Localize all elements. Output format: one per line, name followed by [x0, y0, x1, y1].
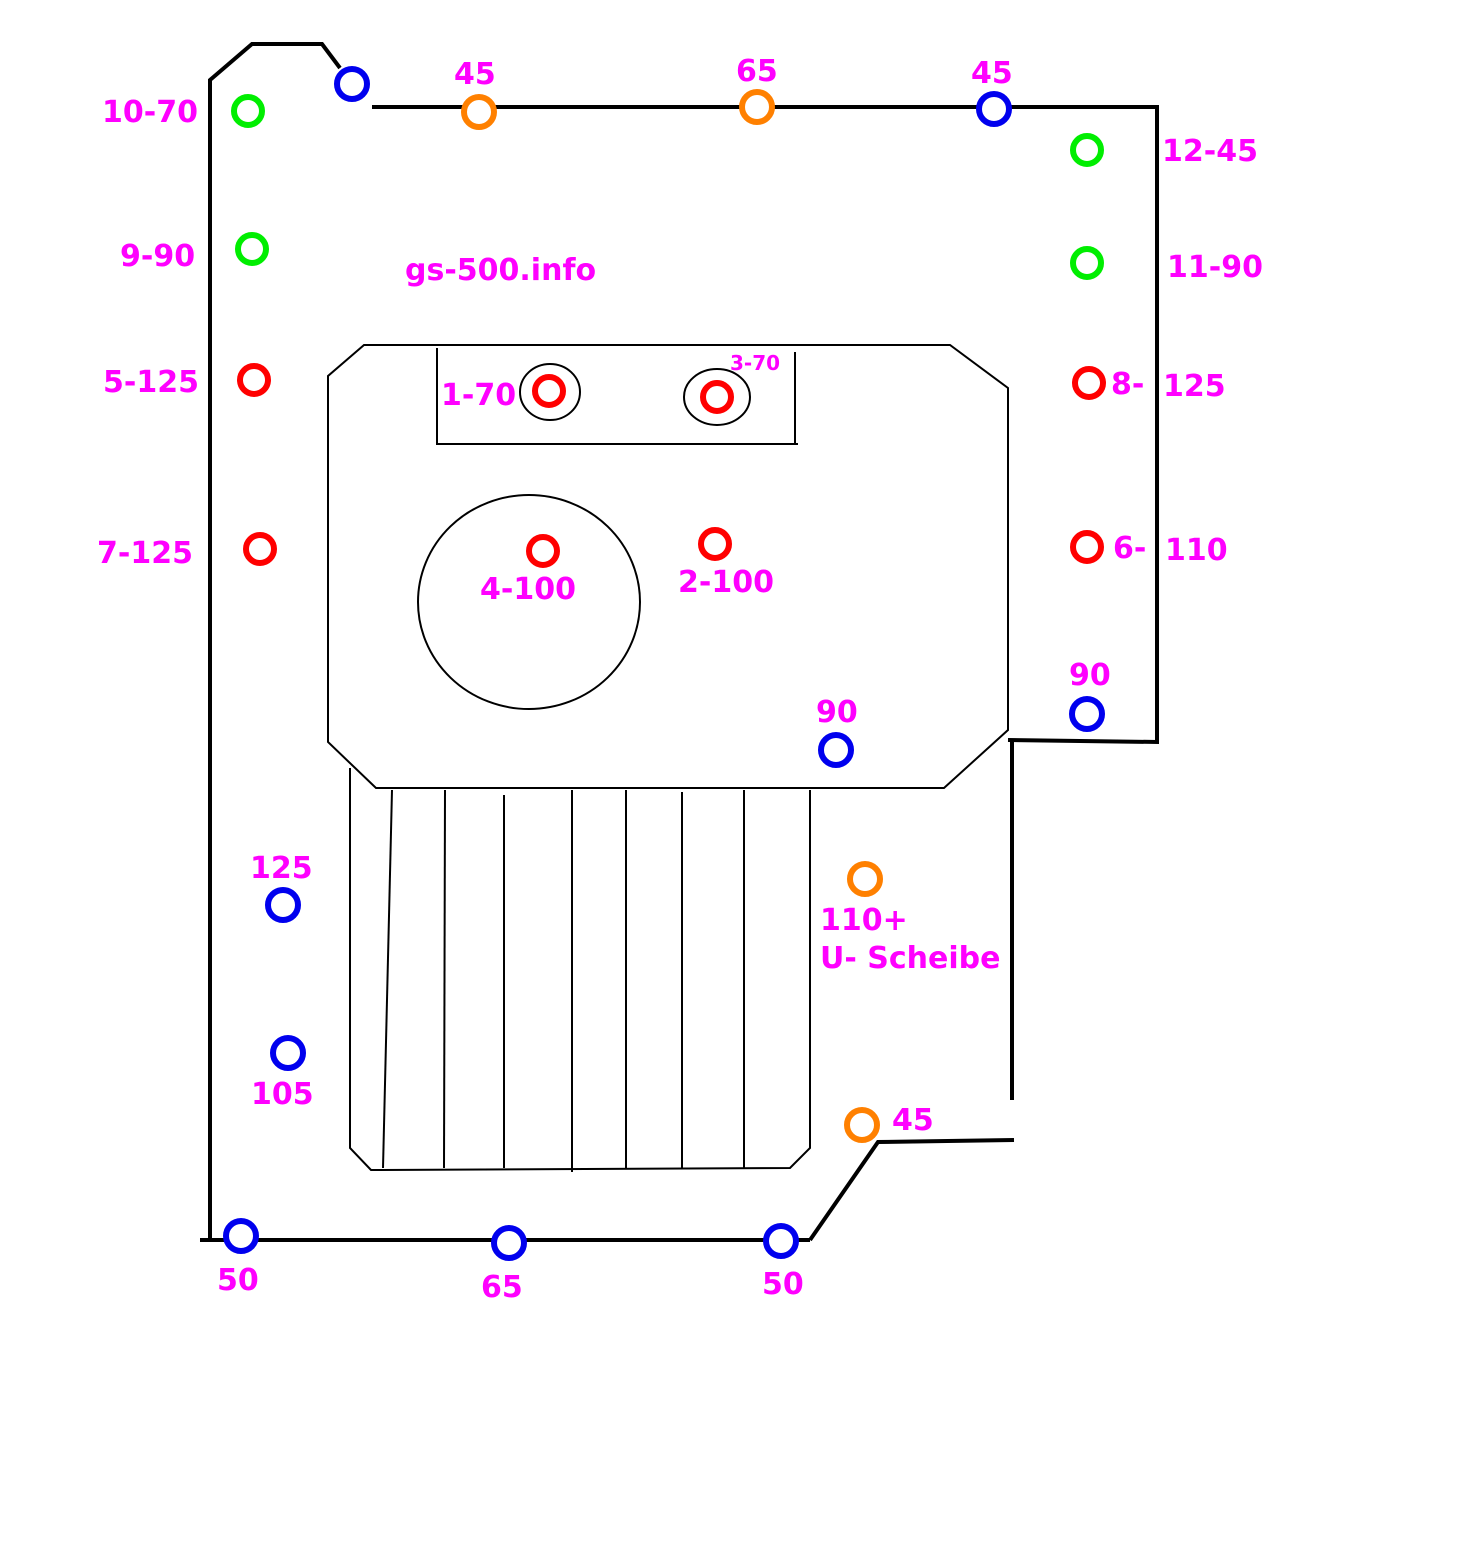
label-top-65: 65: [736, 54, 778, 89]
bolt-10-icon: [231, 94, 265, 128]
label-top-45-left: 45: [454, 57, 496, 92]
outer-outline: [208, 42, 342, 1240]
bolt-8-icon: [1072, 366, 1106, 400]
bolt-icon: [223, 1218, 259, 1254]
label-bottom-65: 65: [481, 1270, 523, 1305]
bolt-3-icon: [700, 380, 734, 414]
bolt-icon: [739, 89, 775, 125]
label-left-125: 125: [250, 851, 313, 886]
washer-ring-3: [683, 368, 751, 426]
blue-bolts: [223, 66, 1105, 1261]
bolt-icon: [491, 1225, 527, 1261]
label-3: 3-70: [730, 351, 780, 375]
bolt-6-icon: [1070, 530, 1104, 564]
label-110-plus: 110+: [820, 903, 908, 938]
bolt-icon: [844, 1107, 880, 1143]
label-11: 11-90: [1167, 250, 1263, 285]
bolt-icon: [763, 1223, 799, 1259]
label-2: 2-100: [678, 565, 774, 600]
label-u-scheibe: U- Scheibe: [820, 941, 1000, 976]
label-8-torque: 125: [1163, 369, 1226, 404]
label-6-num: 6-: [1113, 531, 1146, 566]
pan-ribs: [382, 789, 745, 1172]
bolt-icon: [847, 861, 883, 897]
label-8-num: 8-: [1111, 367, 1144, 402]
watermark: gs-500.info: [405, 253, 596, 288]
label-left-105: 105: [251, 1077, 314, 1112]
bolt-icon: [270, 1035, 306, 1071]
label-center-90: 90: [816, 695, 858, 730]
label-1: 1-70: [441, 378, 516, 413]
label-7: 7-125: [97, 536, 193, 571]
bolt-5-icon: [237, 363, 271, 397]
top-bracket: [436, 348, 798, 445]
label-10: 10-70: [102, 95, 198, 130]
lower-pan: [349, 768, 811, 1172]
bolt-9-icon: [235, 232, 269, 266]
washer-ring-1: [519, 363, 581, 421]
bolt-icon: [1069, 696, 1105, 732]
bolt-icon: [265, 887, 301, 923]
bolt-12-icon: [1070, 133, 1104, 167]
outer-outline-top-right: [372, 105, 1159, 745]
bolt-2-icon: [698, 527, 732, 561]
label-5: 5-125: [103, 365, 199, 400]
bolt-11-icon: [1070, 246, 1104, 280]
oil-filter-circle: [417, 494, 641, 710]
label-4: 4-100: [480, 572, 576, 607]
bolt-7-icon: [243, 532, 277, 566]
label-bottom-50-right: 50: [762, 1267, 804, 1302]
green-bolts: [231, 94, 1104, 280]
label-9: 9-90: [120, 239, 195, 274]
red-bolts: [237, 363, 1106, 568]
label-right-90: 90: [1069, 658, 1111, 693]
bolt-icon: [818, 732, 854, 768]
inner-housing: [327, 344, 1009, 789]
label-6-torque: 110: [1165, 533, 1228, 568]
label-orange-45: 45: [892, 1103, 934, 1138]
bolt-4-icon: [526, 534, 560, 568]
outline-bottom-right: [808, 1138, 1015, 1242]
label-12: 12-45: [1162, 134, 1258, 169]
bolt-icon: [334, 66, 370, 102]
label-top-45-right: 45: [971, 56, 1013, 91]
bolt-1-icon: [532, 374, 566, 408]
label-bottom-50-left: 50: [217, 1263, 259, 1298]
bolt-icon: [976, 91, 1012, 127]
orange-bolts: [461, 89, 883, 1143]
bolt-icon: [461, 94, 497, 130]
